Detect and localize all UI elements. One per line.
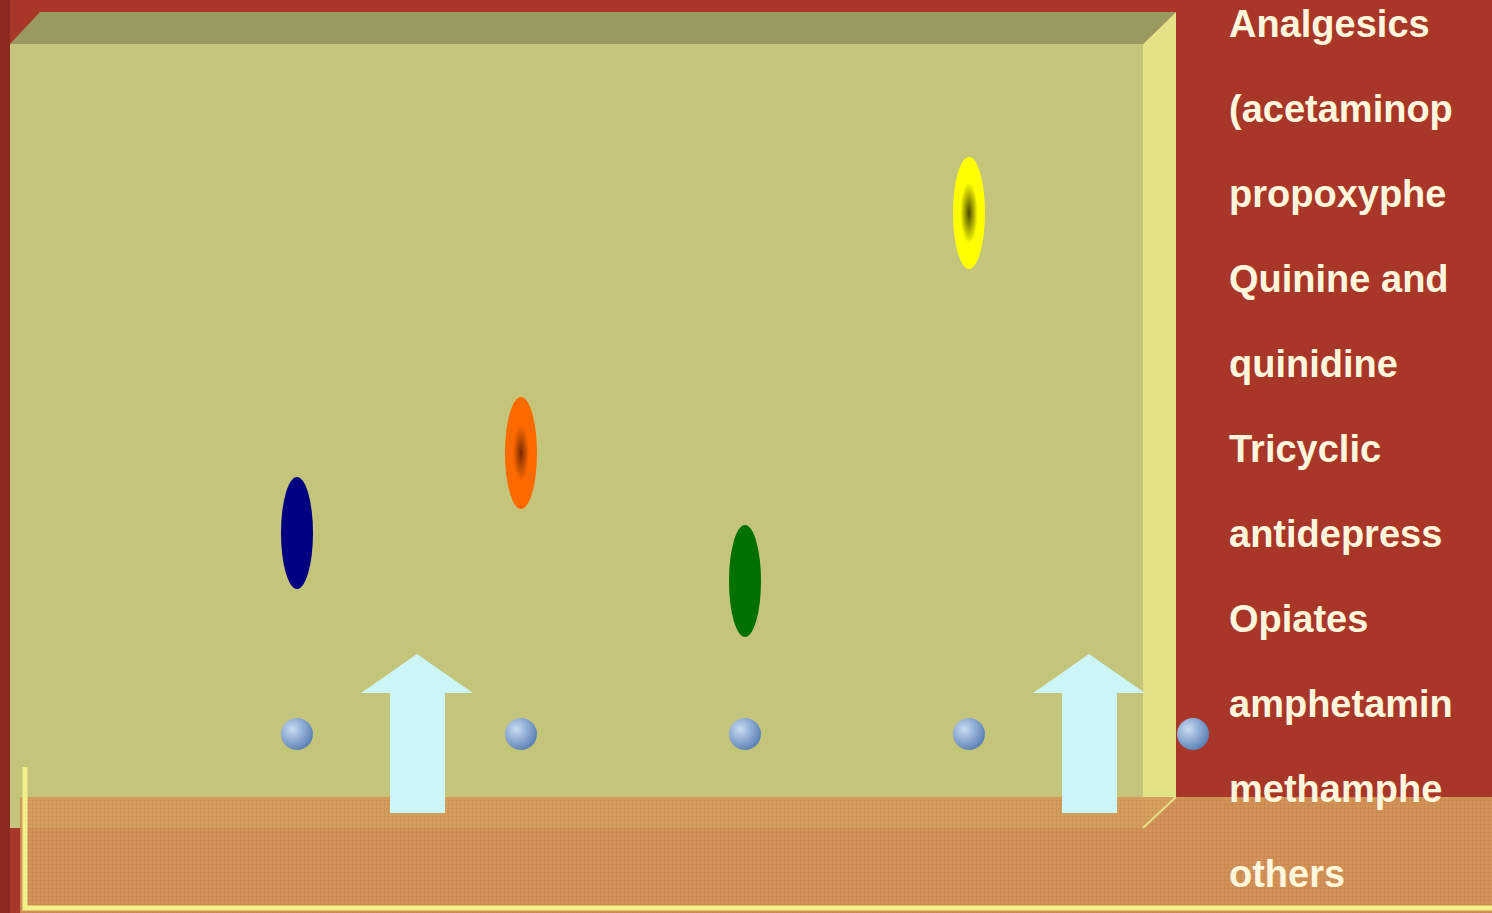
tank-wall — [25, 767, 1492, 908]
plate-side — [1143, 12, 1176, 828]
drug-class-label: Opiates — [1229, 600, 1368, 638]
plate-edge — [1143, 797, 1176, 828]
drug-spot — [953, 157, 985, 269]
drug-class-label: quinidine — [1229, 345, 1398, 383]
drug-spot — [505, 397, 537, 509]
drug-spot — [281, 477, 313, 589]
origin-spot — [281, 718, 313, 750]
drug-class-label: Analgesics — [1229, 5, 1430, 43]
origin-spot — [953, 718, 985, 750]
slide-edge — [0, 0, 10, 913]
drug-spot — [729, 525, 761, 637]
drug-class-label: Quinine and — [1229, 260, 1449, 298]
drug-class-label: (acetaminop — [1229, 90, 1453, 128]
origin-spot — [729, 718, 761, 750]
origin-spot — [1177, 718, 1209, 750]
origin-spot — [505, 718, 537, 750]
solvent — [20, 797, 1492, 913]
drug-class-label: amphetamin — [1229, 685, 1453, 723]
flow-arrow — [1033, 654, 1145, 813]
drug-class-label: others — [1229, 855, 1345, 893]
drug-class-label: Tricyclic — [1229, 430, 1381, 468]
drug-class-label: propoxyphe — [1229, 175, 1446, 213]
tlc-plate — [10, 44, 1143, 828]
plate-top — [10, 12, 1176, 44]
flow-arrow — [361, 654, 473, 813]
drug-class-label: antidepress — [1229, 515, 1442, 553]
drug-class-label: methamphe — [1229, 770, 1442, 808]
